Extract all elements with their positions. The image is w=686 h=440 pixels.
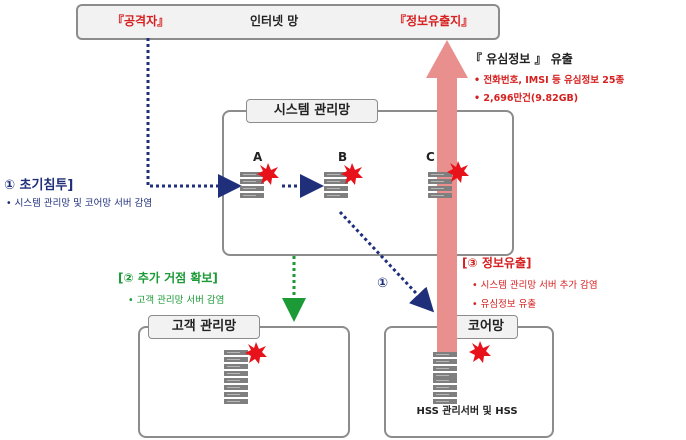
internet-title: 인터넷 망 <box>250 14 299 28</box>
leak-bullet-1-text: 전화번호, IMSI 등 유심정보 25종 <box>483 75 625 86</box>
hss-server-icon <box>432 351 458 405</box>
core-network-title: 코어망 <box>454 315 518 339</box>
internet-bar <box>76 4 500 40</box>
step2-bullet: • 고객 관리망 서버 감염 <box>128 295 225 306</box>
step1-bullet: • 시스템 관리망 및 코어망 서버 감염 <box>6 198 153 209</box>
step3-bullet-2-text: 유심정보 유출 <box>480 299 537 310</box>
server-a-icon <box>239 171 265 199</box>
server-a-label: A <box>253 150 263 164</box>
customer-server-icon <box>223 349 249 405</box>
step1-title: ① 초기침투] <box>4 178 74 193</box>
step1-bullet-text: 시스템 관리망 및 코어망 서버 감염 <box>14 198 153 209</box>
leak-title: 『 유심정보 』 유출 <box>470 52 573 66</box>
attacker-label: 『공격자』 <box>112 14 170 28</box>
leak-bullet-2-text: 2,696만건(9.82GB) <box>483 93 579 104</box>
hss-server-infected-icon <box>469 341 491 363</box>
step3-bullet-1-text: 시스템 관리망 서버 추가 감염 <box>480 280 598 291</box>
system-network-title: 시스템 관리망 <box>246 99 378 123</box>
intrusion-path <box>146 38 242 198</box>
step3-bullet-2: • 유심정보 유출 <box>472 299 537 310</box>
server-b-icon <box>323 171 349 199</box>
leak-bullet-2: • 2,696만건(9.82GB) <box>474 93 579 104</box>
core-network-box <box>384 326 554 438</box>
step2-title: [② 추가 거점 확보] <box>118 271 218 285</box>
exfil-site-label: 『정보유출지』 <box>394 14 474 28</box>
leak-arrow <box>426 40 468 352</box>
step2-bullet-text: 고객 관리망 서버 감염 <box>136 295 225 306</box>
step1-arrow-label: ① <box>377 276 389 291</box>
leak-bullet-1: • 전화번호, IMSI 등 유심정보 25종 <box>474 75 625 86</box>
step3-title: [③ 정보유출] <box>462 256 532 270</box>
server-c-label: C <box>426 150 435 164</box>
server-b-label: B <box>338 150 348 164</box>
customer-server-infected-icon <box>245 342 267 364</box>
customer-network-title: 고객 관리망 <box>148 315 260 339</box>
hss-server-label: HSS 관리서버 및 HSS <box>416 406 518 417</box>
step3-bullet-1: • 시스템 관리망 서버 추가 감염 <box>472 280 598 291</box>
b-to-core-path <box>338 210 435 313</box>
